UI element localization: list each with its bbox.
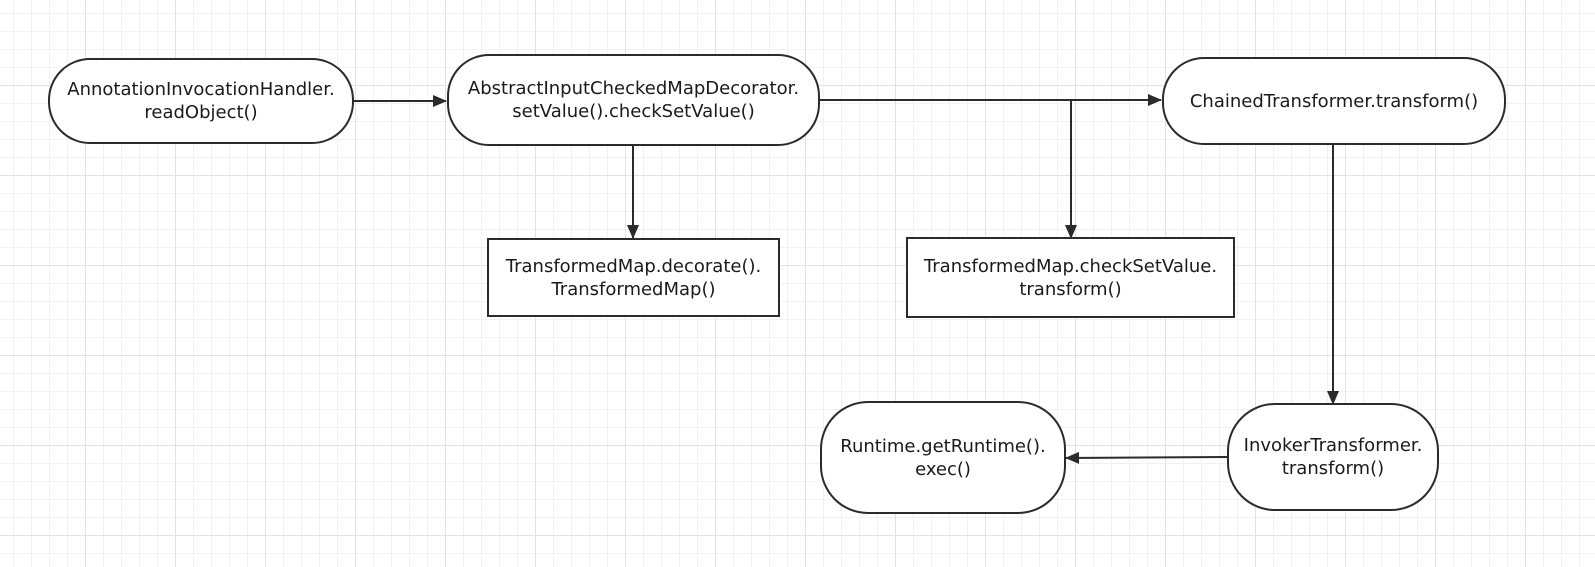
node-label-line2: transform() <box>1281 458 1385 479</box>
node-label-line1: ChainedTransformer.transform() <box>1189 90 1479 112</box>
node-transformed-map-decorate[interactable]: TransformedMap.decorate(). TransformedMa… <box>487 238 780 317</box>
edge-invoker-to-runtime <box>1065 451 1228 464</box>
node-invoker-transformer[interactable]: InvokerTransformer. transform() <box>1227 403 1439 511</box>
node-label-line2: exec() <box>915 458 971 480</box>
node-label-line2: setValue().checkSetValue() <box>512 101 755 122</box>
node-transformed-map-checksetvalue[interactable]: TransformedMap.checkSetValue. transform(… <box>906 237 1235 318</box>
node-label-line1: TransformedMap.checkSetValue. <box>923 255 1218 277</box>
node-label-line2: readObject() <box>144 102 258 123</box>
node-runtime-exec[interactable]: Runtime.getRuntime(). exec() <box>820 401 1066 514</box>
node-abstract-input-checked-map-decorator[interactable]: AbstractInputCheckedMapDecorator. setVal… <box>447 54 820 146</box>
node-label-line1: AbstractInputCheckedMapDecorator. <box>467 78 800 99</box>
node-label-line2: transform() <box>1019 278 1122 300</box>
node-label-line1: AnnotationInvocationHandler. <box>67 79 335 100</box>
node-chained-transformer[interactable]: ChainedTransformer.transform() <box>1162 57 1506 145</box>
node-label-line2: TransformedMap() <box>551 278 716 300</box>
node-label-line1: Runtime.getRuntime(). <box>840 435 1046 457</box>
node-label-line1: TransformedMap.decorate(). <box>505 255 762 277</box>
node-label-line1: InvokerTransformer. <box>1243 435 1423 456</box>
node-annotation-invocation-handler[interactable]: AnnotationInvocationHandler. readObject(… <box>48 58 354 144</box>
